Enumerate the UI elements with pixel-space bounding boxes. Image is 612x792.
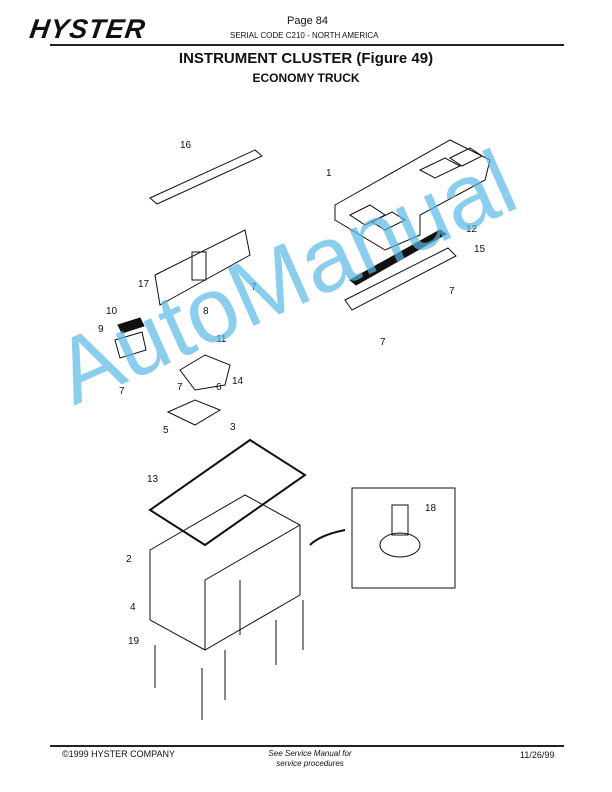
part-18-key-switch-inset [309,487,456,589]
footer-date: 11/26/99 [520,750,555,760]
footer-rule [50,745,564,747]
part-3-plate [166,399,222,426]
callout: 5 [163,425,169,436]
header-rule [50,44,564,46]
callout: 15 [474,244,486,255]
part-10-label [117,317,145,334]
callout: 7 [177,382,183,393]
callout: 7 [119,386,125,397]
part-15-mounting-bar [344,247,457,311]
part-14-housing [179,354,231,391]
copyright: ©1999 HYSTER COMPANY [62,749,175,759]
callout: 7 [251,282,257,293]
callout: 8 [203,306,209,317]
part-2-housing [149,494,301,651]
callout: 19 [128,636,140,647]
callout: 18 [425,503,437,514]
footer-note-line2: service procedures [276,759,344,768]
page-number: Page 84 [287,15,328,27]
part-19-bolts [154,580,304,720]
callout: 7 [380,337,386,348]
callout: 14 [232,376,244,387]
footer-note: See Service Manual for service procedure… [260,749,360,769]
footer-note-line1: See Service Manual for [268,749,352,758]
callout: 9 [98,324,104,335]
callout: 13 [147,474,159,485]
callout: 1 [326,168,332,179]
callout: 10 [106,306,118,317]
callout: 4 [130,602,136,613]
callout: 7 [449,286,455,297]
part-13-gasket [148,438,307,547]
part-17-circuit-board [154,229,251,306]
callout: 11 [216,334,227,345]
part-1-bezel [334,139,491,251]
callout: 2 [126,554,132,565]
part-9-switch [114,331,147,359]
page-subtitle: ECONOMY TRUCK [252,71,360,85]
callouts: 16 1 12 15 17 7 7 10 8 9 11 7 7 7 6 14 3… [98,140,486,647]
callout: 16 [180,140,192,151]
callout: 12 [466,224,478,235]
callout: 3 [230,422,236,433]
page-title: INSTRUMENT CLUSTER (Figure 49) [178,50,434,67]
part-16-lamp-strip [149,149,263,205]
callout: 6 [216,382,222,393]
callout: 17 [138,279,150,290]
serial-code: SERIAL CODE C210 - NORTH AMERICA [230,31,379,40]
part-12-seal-strip [349,229,447,286]
